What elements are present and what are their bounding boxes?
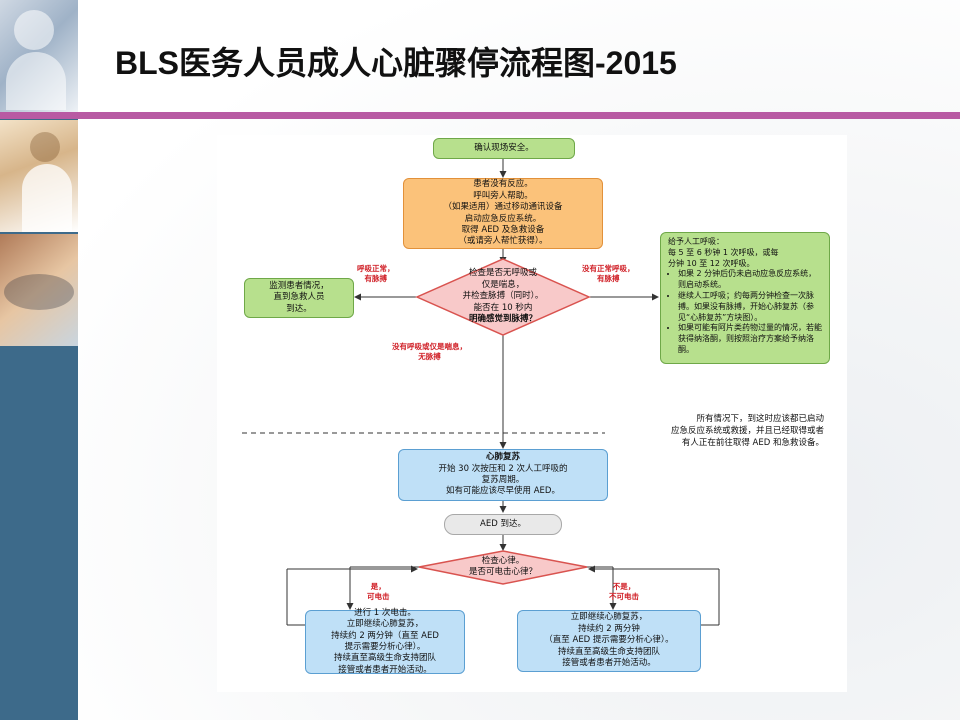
no-shock-line: （直至 AED 提示需要分析心律）。 xyxy=(544,635,674,646)
flowchart-connectors xyxy=(242,159,720,626)
shockable-label: 是， 可电击 xyxy=(367,582,390,602)
label-line: 有脉搏 xyxy=(364,273,388,283)
aed-arrives-text: AED 到达。 xyxy=(480,518,526,529)
assess-line: 启动应急反应系统。 xyxy=(464,213,542,224)
shock-box: 进行 1 次电击。 立即继续心肺复苏， 持续约 2 两分钟（直至 AED 提示需… xyxy=(305,607,465,675)
note-line: 有人正在前往取得 AED 和急救设备。 xyxy=(681,437,824,448)
slide-title: BLS医务人员成人心脏骤停流程图-2015 xyxy=(115,45,677,81)
monitor-line: 监测患者情况， xyxy=(269,280,329,291)
bls-flowchart: 确认现场安全。 患者没有反应。 呼叫旁人帮助。 （如果适用）通过移动通讯设备 启… xyxy=(217,135,847,692)
no-shock-box: 立即继续心肺复苏， 持续约 2 两分钟 （直至 AED 提示需要分析心律）。 持… xyxy=(517,610,701,672)
label-line: 没有呼吸或仅是喘息， xyxy=(392,342,467,351)
cpr-heading: 心肺复苏 xyxy=(485,452,520,463)
assess-line: 取得 AED 及急救设备 xyxy=(461,224,545,235)
shock-line: 持续直至高级生命支持团队 xyxy=(333,653,436,664)
label-line: 有脉搏 xyxy=(597,273,620,283)
left-sidebar xyxy=(0,0,78,720)
no-shock-line: 立即继续心肺复苏， xyxy=(570,612,648,623)
rhythm-check-diamond xyxy=(418,550,588,585)
check-line: 能否在 10 秒内 xyxy=(473,302,533,313)
shock-line: 进行 1 次电击。 xyxy=(354,607,416,618)
rescue-breathing-line: 分钟 10 至 12 次呼吸。 xyxy=(668,258,755,268)
rhythm-line: 检查心律。 xyxy=(481,555,525,566)
rescue-breathing-list: 如果 2 分钟后仍未启动应急反应系统，则启动系统。 继续人工呼吸；约每两分钟检查… xyxy=(668,269,822,355)
shock-line: 持续约 2 两分钟（直至 AED xyxy=(331,630,439,641)
rescue-breathing-box: 给予人工呼吸： 每 5 至 6 秒钟 1 次呼吸，或每 分钟 10 至 12 次… xyxy=(660,232,830,364)
monitor-patient-box: 监测患者情况， 直到急救人员 到达。 xyxy=(244,278,354,318)
shock-line: 接管或者患者开始活动。 xyxy=(338,664,432,675)
title-divider xyxy=(0,112,960,119)
label-line: 是， xyxy=(370,582,386,591)
cpr-line: 复苏周期。 xyxy=(481,475,525,485)
rescue-breathing-bullet: 如果可能有阿片类药物过量的情况，若能获得纳洛酮，则按照治疗方案给予纳洛酮。 xyxy=(678,323,822,355)
normal-breathing-label: 呼吸正常， 有脉搏 xyxy=(357,264,395,284)
rhythm-check-text: 检查心律。 是否可电击心律？ xyxy=(453,553,553,581)
rescue-breathing-bullet: 继续人工呼吸；约每两分钟检查一次脉搏。如果没有脉搏，开始心肺复苏（参见“心肺复苏… xyxy=(678,291,822,323)
assess-activate-box: 患者没有反应。 呼叫旁人帮助。 （如果适用）通过移动通讯设备 启动应急反应系统。… xyxy=(403,178,603,249)
assess-line: 呼叫旁人帮助。 xyxy=(473,190,533,201)
monitor-line: 到达。 xyxy=(286,303,312,314)
abnormal-breathing-label: 没有正常呼吸， 有脉搏 xyxy=(582,264,635,284)
scene-safety-box: 确认现场安全。 xyxy=(433,138,575,159)
no-shock-line: 接管或者患者开始活动。 xyxy=(562,658,656,669)
cpr-line: 开始 30 次按压和 2 次人工呼吸的 xyxy=(438,463,568,474)
label-line: 可电击 xyxy=(367,591,390,601)
check-line: 明确感觉到脉搏？ xyxy=(468,314,537,325)
rescue-breathing-heading: 给予人工呼吸： xyxy=(668,237,724,246)
check-line: 仅是喘息， xyxy=(481,279,525,290)
scene-safety-text: 确认现场安全。 xyxy=(474,142,534,153)
shock-line: 提示需要分析心律）。 xyxy=(344,642,426,652)
breathing-pulse-check-diamond xyxy=(415,258,591,336)
note-line: 应急反应系统或救援，并且已经取得或者 xyxy=(670,425,824,436)
nonshockable-label: 不是， 不可电击 xyxy=(609,582,639,602)
label-line: 无脉搏 xyxy=(418,351,441,361)
label-line: 没有正常呼吸， xyxy=(582,264,635,273)
check-line: 并检查脉搏（同时）。 xyxy=(462,291,544,302)
no-shock-line: 持续约 2 两分钟 xyxy=(578,623,640,634)
assess-line: 患者没有反应。 xyxy=(473,179,533,190)
cpr-box: 心肺复苏 开始 30 次按压和 2 次人工呼吸的 复苏周期。 如有可能应该尽早使… xyxy=(398,449,608,501)
assess-line: （如果适用）通过移动通讯设备 xyxy=(443,202,563,213)
doctor-photo xyxy=(0,120,78,232)
breathing-pulse-check-text: 检查是否无呼吸或 仅是喘息， 并检查脉搏（同时）。 能否在 10 秒内 明确感觉… xyxy=(443,267,563,327)
no-shock-line: 持续直至高级生命支持团队 xyxy=(557,646,660,657)
shock-line: 立即继续心肺复苏， xyxy=(346,619,424,630)
note-line: 所有情况下，到这时应该都已启动 xyxy=(696,414,824,424)
medical-staff-photo xyxy=(0,0,78,112)
cpr-line: 如有可能应该尽早使用 AED。 xyxy=(446,486,560,497)
label-line: 不可电击 xyxy=(609,591,639,601)
rescue-breathing-line: 每 5 至 6 秒钟 1 次呼吸，或每 xyxy=(668,247,779,257)
rescue-breathing-bullet: 如果 2 分钟后仍未启动应急反应系统，则启动系统。 xyxy=(678,269,822,291)
assess-line: （或请旁人帮忙获得）。 xyxy=(458,236,548,247)
check-line: 检查是否无呼吸或 xyxy=(468,268,537,279)
dashed-line-note: 所有情况下，到这时应该都已启动 应急反应系统或救援，并且已经取得或者 有人正在前… xyxy=(609,414,824,450)
label-line: 不是， xyxy=(612,582,636,591)
monitor-line: 直到急救人员 xyxy=(273,292,325,303)
no-breathing-label: 没有呼吸或仅是喘息， 无脉搏 xyxy=(392,342,467,362)
aed-arrives-box: AED 到达。 xyxy=(444,514,562,535)
label-line: 呼吸正常， xyxy=(357,264,395,273)
rhythm-line: 是否可电击心律？ xyxy=(468,567,537,577)
patient-care-photo xyxy=(0,234,78,346)
